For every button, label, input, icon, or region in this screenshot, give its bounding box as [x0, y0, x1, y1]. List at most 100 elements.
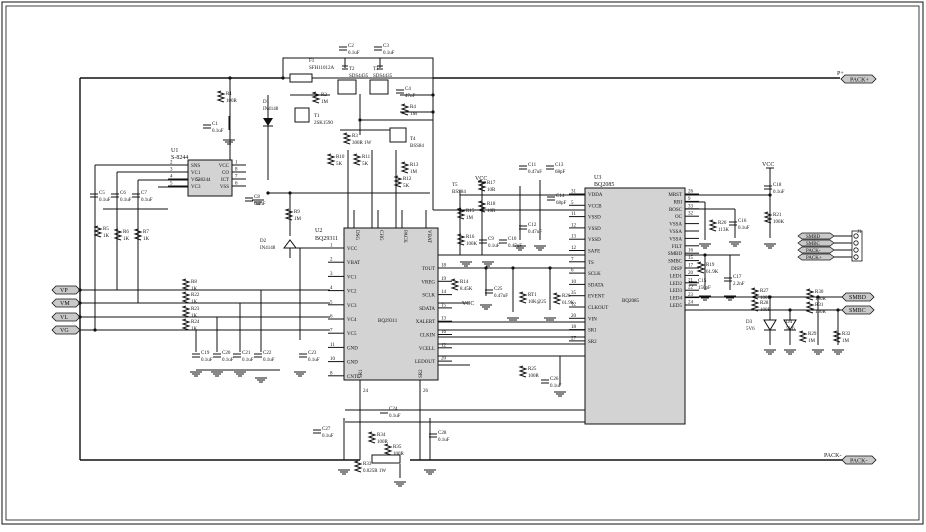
ic-pin-name: SMBC: [668, 260, 683, 265]
ic-pin-number: 5: [170, 182, 173, 187]
component-value: 0.1uF: [201, 358, 213, 363]
component-ref: T1: [314, 114, 320, 119]
component-value: 1K: [123, 237, 130, 242]
junction-dot: [548, 266, 552, 270]
ic-pin-name: GND: [347, 361, 358, 366]
ic-pin-name: CLKIN: [420, 334, 436, 339]
ic-pin-number: 20: [441, 357, 447, 362]
ic-pin-name: VC1: [191, 171, 201, 176]
port-label: VM: [60, 301, 70, 307]
cell-tap-network: [80, 164, 330, 371]
component-ref: C9: [488, 237, 494, 242]
ic-pin-name: SR2: [588, 340, 597, 345]
resistor-symbol: [133, 228, 143, 241]
component-value: 1K: [191, 314, 198, 319]
junction-dot: [768, 193, 772, 197]
ic-pin-name: LEDOUT: [415, 360, 435, 365]
component-ref: R9: [294, 210, 300, 215]
component-value: 10R: [487, 209, 496, 214]
ic-pin-name: ICT: [221, 178, 229, 183]
component-value: 47nF: [405, 94, 416, 99]
ic-pin-number: 16: [441, 330, 447, 335]
svg-text:VCC: VCC: [475, 176, 487, 182]
component-ref: C23: [308, 351, 317, 356]
component-ref: R6: [123, 230, 129, 235]
component-value: 1M: [410, 112, 418, 117]
ic-pin-name: VBAT: [426, 230, 431, 243]
ic-pin-number: 12: [441, 343, 447, 348]
resistor-symbol: [326, 153, 336, 166]
ic-pin-number: 1: [235, 161, 238, 166]
ic-pin-number: 14: [441, 290, 447, 295]
port-flag: [51, 325, 81, 335]
ic-u2: U2 BQ29311 BQ29311 VCC1VBAT2VC13VC24VC35…: [315, 210, 452, 396]
ic-u3: U3 BQ2085 BQ2085 VDDA31VCCB5VSSD11VSSD12…: [569, 175, 699, 425]
ic-pin-number: 24: [363, 389, 369, 394]
component-ref: C6: [120, 191, 126, 196]
component-value: IN4148: [260, 246, 276, 251]
component-value: 0.1uF: [322, 434, 334, 439]
component-ref: R1: [226, 92, 232, 97]
component-value: 100R: [815, 310, 827, 315]
connector-pin: [853, 233, 859, 239]
component-ref: C16: [738, 219, 747, 224]
component-ref: R14: [460, 280, 469, 285]
junction-dot: [431, 110, 435, 114]
port-flag: [51, 298, 81, 308]
resistor-symbol: [552, 292, 562, 305]
svg-text:PACK-: PACK-: [850, 459, 867, 465]
right-network: [685, 168, 845, 345]
component-value: 5K: [362, 162, 369, 167]
ic-pin-number: 13: [571, 235, 577, 240]
ic-pin-name: VC5: [347, 332, 357, 337]
component-value: IN4148: [263, 107, 279, 112]
port-label: VG: [60, 328, 69, 334]
component-ref: R18: [487, 202, 496, 207]
junction-dot: [78, 301, 82, 305]
ic-pin-name: VC3: [191, 185, 201, 190]
resistor-symbol: [798, 330, 808, 343]
component-value: 1M: [321, 100, 329, 105]
component-value: SFH11012A: [309, 66, 334, 71]
ic-pin-number: 7: [330, 329, 333, 334]
component-value: 100R: [393, 452, 405, 457]
ic-pin-name: SCLK: [588, 272, 601, 277]
ic-pin-number: 11: [571, 212, 576, 217]
resistor-symbol: [400, 161, 410, 174]
component-value: 5V6: [786, 327, 795, 332]
diode-d2: [283, 239, 297, 249]
sense-resistor-network: [343, 380, 585, 478]
ic-pin-name: VBAT: [347, 261, 360, 266]
sense-resistor-r33: [371, 454, 401, 464]
junction-dot: [703, 253, 707, 257]
port-label: VL: [60, 315, 68, 321]
svg-text:BQ2085: BQ2085: [622, 299, 639, 304]
resistor-symbol: [393, 175, 403, 188]
ic-pin-number: 5: [330, 300, 333, 305]
ic-pin-number: 6: [571, 269, 574, 274]
component-ref: R29: [808, 332, 817, 337]
component-value: 0.1uF: [120, 198, 132, 203]
component-value: 61.9K: [562, 301, 575, 306]
ic-pin-name: VCCB: [588, 204, 602, 209]
junction-dot: [836, 308, 840, 312]
component-ref: R33: [363, 462, 372, 467]
component-ref: C26: [550, 377, 559, 382]
component-value: SDS4435: [349, 74, 369, 79]
mosfet-t4: [389, 127, 407, 143]
ic-pin-number: 7: [235, 175, 238, 180]
fuse-f1: [289, 73, 313, 83]
component-value: 0.1uF: [389, 414, 401, 419]
ic-pin-name: CO: [222, 171, 229, 176]
diode-d1: [263, 118, 273, 126]
component-value: 100R: [528, 374, 540, 379]
resistor-symbol: [383, 443, 393, 456]
component-labels: F1SFH11012AC20.1uFC30.1uFT2SDS4435T3SDS4…: [99, 44, 851, 474]
component-value: 0.1uF: [212, 129, 224, 134]
ic-pin-name: VCELL: [419, 347, 435, 352]
ic-pin-number: 18: [571, 325, 577, 330]
ic-pin-name: CNTL: [347, 375, 360, 380]
